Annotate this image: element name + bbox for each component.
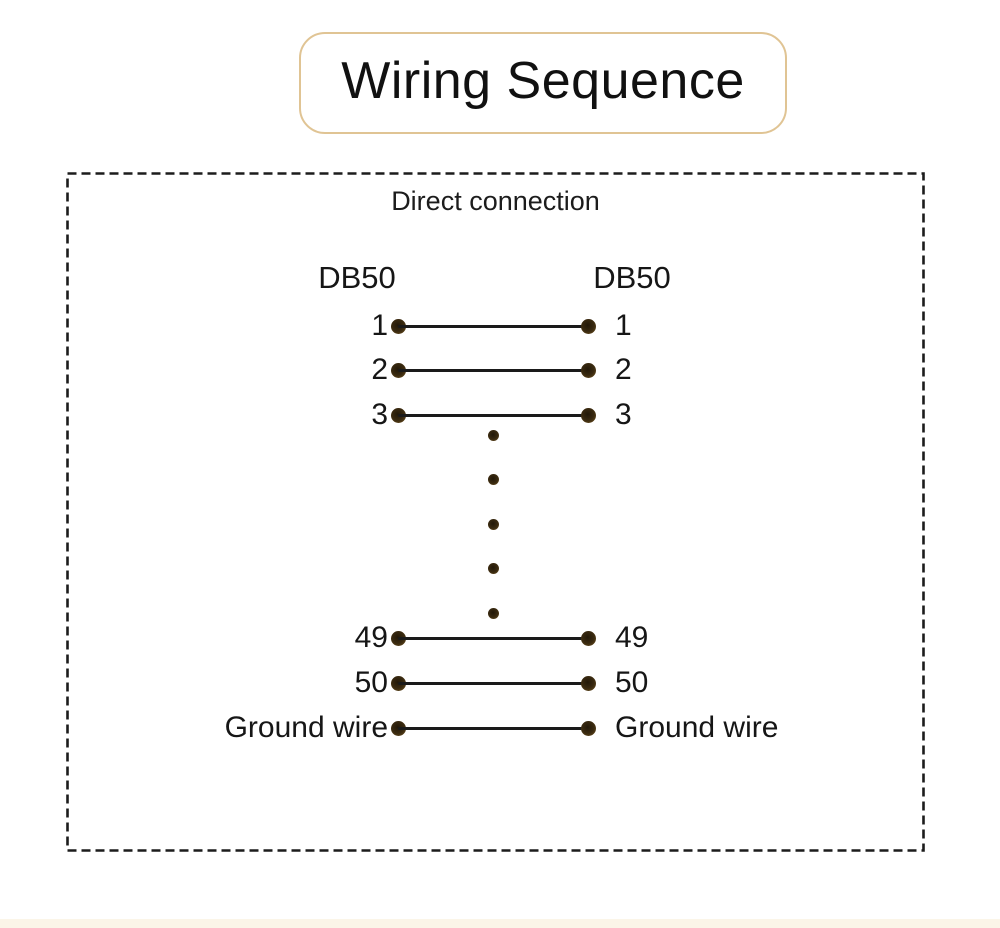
connection-row: 49 49 [66,616,925,660]
direct-connection-diagram: Direct connection DB50 DB50 1 1 2 2 3 3 … [66,172,925,852]
left-connector-label: DB50 [318,260,396,295]
continuation-dot [487,607,499,619]
pin-label-right: 2 [615,353,632,386]
continuation-dot [487,429,499,441]
continuation-dot [487,474,499,485]
pin-dot-right [580,318,596,334]
connection-row: 50 50 [66,661,925,705]
pin-label-left: 49 [354,621,388,654]
pin-dot-right [580,630,596,646]
connection-row: 3 3 [66,393,925,437]
pin-dot-right [580,675,596,691]
pin-label-left: 50 [354,666,388,699]
pin-label-left: 3 [371,398,388,431]
pin-dot-right [580,720,596,736]
pin-label-right: 49 [615,621,649,654]
pin-label-right: 1 [615,309,632,342]
title-box: Wiring Sequence [299,32,787,134]
connection-row: 2 2 [66,348,925,392]
pin-dot-right [580,407,596,423]
wire-line [398,681,588,685]
pin-label-right: Ground wire [615,711,779,744]
page-title: Wiring Sequence [341,52,745,110]
continuation-dot [487,563,499,574]
right-connector-label: DB50 [593,260,671,295]
connection-row: Ground wire Ground wire [66,706,925,750]
wire-line [398,726,588,730]
pin-label-right: 3 [615,398,632,431]
bottom-strip [0,919,1000,928]
pin-label-left: 2 [371,353,388,386]
dashed-border [66,172,925,852]
pin-dot-right [580,362,596,378]
pin-label-right: 50 [615,666,649,699]
pin-label-left: Ground wire [224,711,388,744]
continuation-dot [487,518,499,530]
wire-line [398,368,588,372]
wire-line [398,324,588,328]
wire-line [398,636,588,640]
wire-line [398,413,588,417]
diagram-subtitle: Direct connection [391,186,600,216]
pin-label-left: 1 [371,309,388,342]
connection-row: 1 1 [66,304,925,348]
